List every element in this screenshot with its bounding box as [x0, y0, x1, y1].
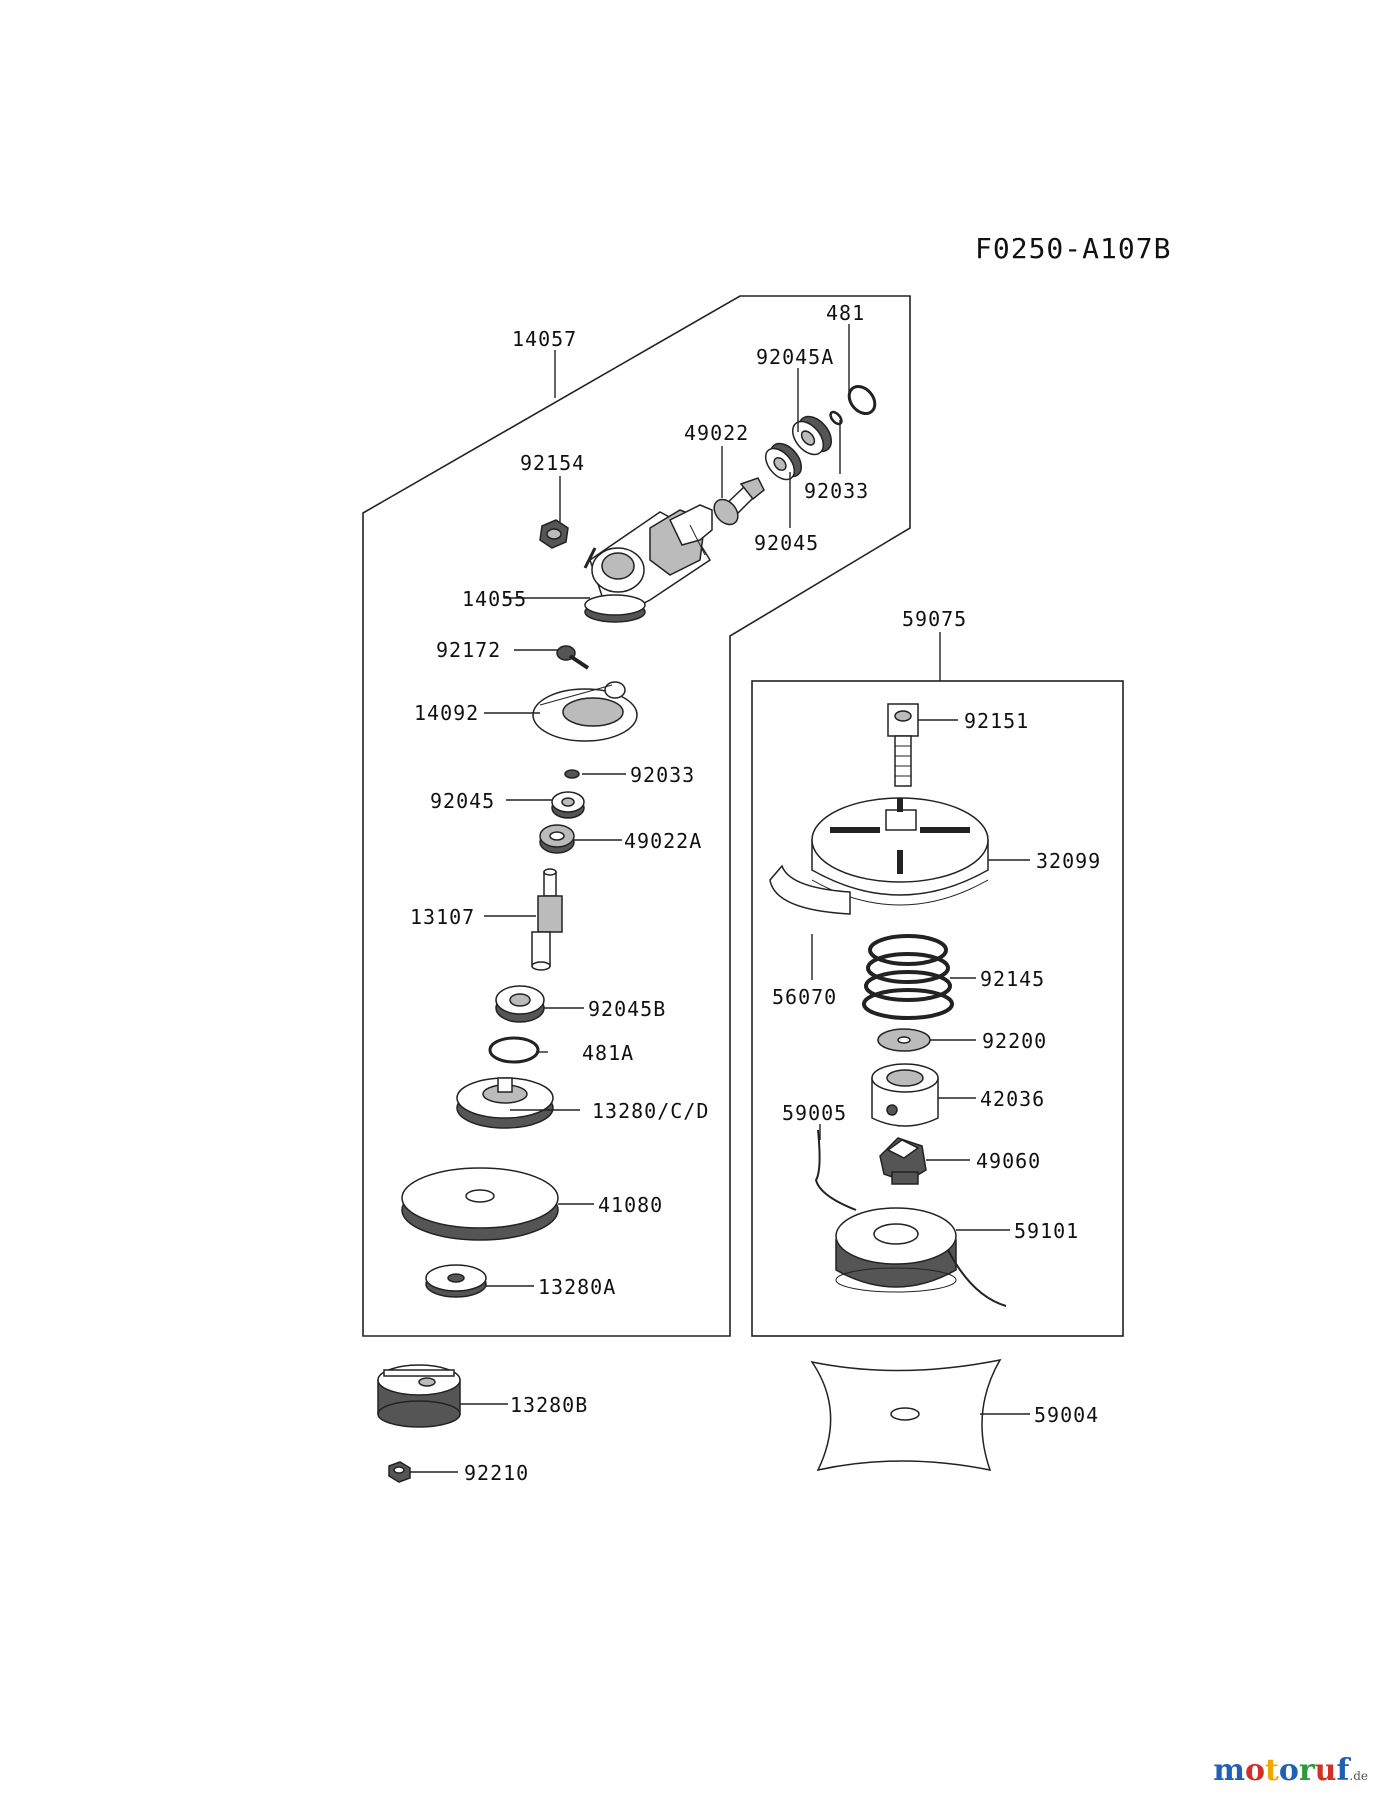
washer-92200-part [877, 1028, 931, 1052]
label-92033-upper: 92033 [804, 479, 869, 503]
logo-wordmark: motoruf [1213, 1753, 1349, 1788]
logo-letter: t [1264, 1753, 1279, 1788]
spool-59101-part [835, 1207, 1007, 1307]
label-14055: 14055 [462, 587, 527, 611]
motoruf-logo: motoruf.de [1213, 1753, 1368, 1788]
circlip-481A-part [488, 1036, 540, 1064]
label-59004: 59004 [1034, 1403, 1099, 1427]
label-92045-upper: 92045 [754, 531, 819, 555]
label-92172: 92172 [436, 638, 501, 662]
label-481: 481 [826, 301, 865, 325]
bearing-92045A-part [791, 415, 833, 456]
part-labels: 14057 481 92045A 49022 92154 92033 92045… [410, 301, 1101, 1485]
label-92045A: 92045A [756, 345, 834, 369]
nut-92210-part [388, 1461, 411, 1483]
logo-letter: o [1278, 1753, 1299, 1788]
label-92045-lower: 92045 [430, 789, 495, 813]
bolt-92172-part [556, 645, 590, 670]
nut-49060-part [879, 1137, 927, 1185]
cover-41080-part [401, 1167, 559, 1241]
holder-13280CD-part [456, 1077, 554, 1129]
bolt-92154-part [539, 519, 569, 549]
label-13107: 13107 [410, 905, 475, 929]
shaft-13107-part [531, 868, 563, 971]
label-49022: 49022 [684, 421, 749, 445]
ring-92033-upper-part [829, 410, 843, 426]
circlip-481-part [847, 385, 877, 415]
ring-92033-lower-part [564, 769, 580, 779]
label-13280A: 13280A [538, 1275, 616, 1299]
label-14092: 14092 [414, 701, 479, 725]
label-56070: 56070 [772, 985, 837, 1009]
label-41080: 41080 [598, 1193, 663, 1217]
logo-letter: f [1336, 1753, 1350, 1788]
shield-14092-part [532, 681, 638, 742]
holder-13280B-part [377, 1364, 461, 1428]
label-13280B: 13280B [510, 1393, 588, 1417]
logo-letter: o [1244, 1753, 1265, 1788]
logo-tld: .de [1349, 1769, 1368, 1783]
holder-42036-part [871, 1063, 939, 1127]
bearing-92045B-part [495, 985, 545, 1023]
line-59005-part [814, 1129, 857, 1211]
gear-49022A-part [539, 824, 575, 854]
diagram-code: F0250-A107B [975, 232, 1171, 265]
strip-56070-part [769, 864, 851, 915]
label-92151: 92151 [964, 709, 1029, 733]
label-49022A: 49022A [624, 829, 702, 853]
nylon-head-group-frame [751, 680, 1124, 1337]
spring-92145-part [862, 934, 954, 1020]
label-32099: 32099 [1036, 849, 1101, 873]
label-92210: 92210 [464, 1461, 529, 1485]
label-92033-lower: 92033 [630, 763, 695, 787]
label-59101: 59101 [1014, 1219, 1079, 1243]
label-92045B: 92045B [588, 997, 666, 1021]
washer-13280A-part [425, 1264, 487, 1298]
pinion-49022-part [713, 477, 765, 526]
label-13280CD: 13280/C/D [592, 1099, 709, 1123]
label-92200: 92200 [982, 1029, 1047, 1053]
label-92154: 92154 [520, 451, 585, 475]
logo-letter: u [1314, 1753, 1337, 1788]
gear-case-14055-part [583, 504, 713, 623]
label-42036: 42036 [980, 1087, 1045, 1111]
label-92145: 92145 [980, 967, 1045, 991]
label-481A: 481A [582, 1041, 634, 1065]
label-14057: 14057 [512, 327, 577, 351]
spool-cover-32099-part [811, 797, 989, 906]
label-59005: 59005 [782, 1101, 847, 1125]
bearing-92045-upper-part [764, 442, 803, 481]
leader-lines [410, 324, 1030, 1473]
blade-59004-part [810, 1358, 1002, 1472]
logo-letter: r [1298, 1753, 1315, 1788]
gear-head-group-frame [362, 295, 911, 1337]
label-59075: 59075 [902, 607, 967, 631]
label-49060: 49060 [976, 1149, 1041, 1173]
bolt-92151-part [887, 703, 919, 787]
bearing-92045-lower-part [551, 791, 585, 819]
logo-letter: m [1213, 1753, 1245, 1788]
